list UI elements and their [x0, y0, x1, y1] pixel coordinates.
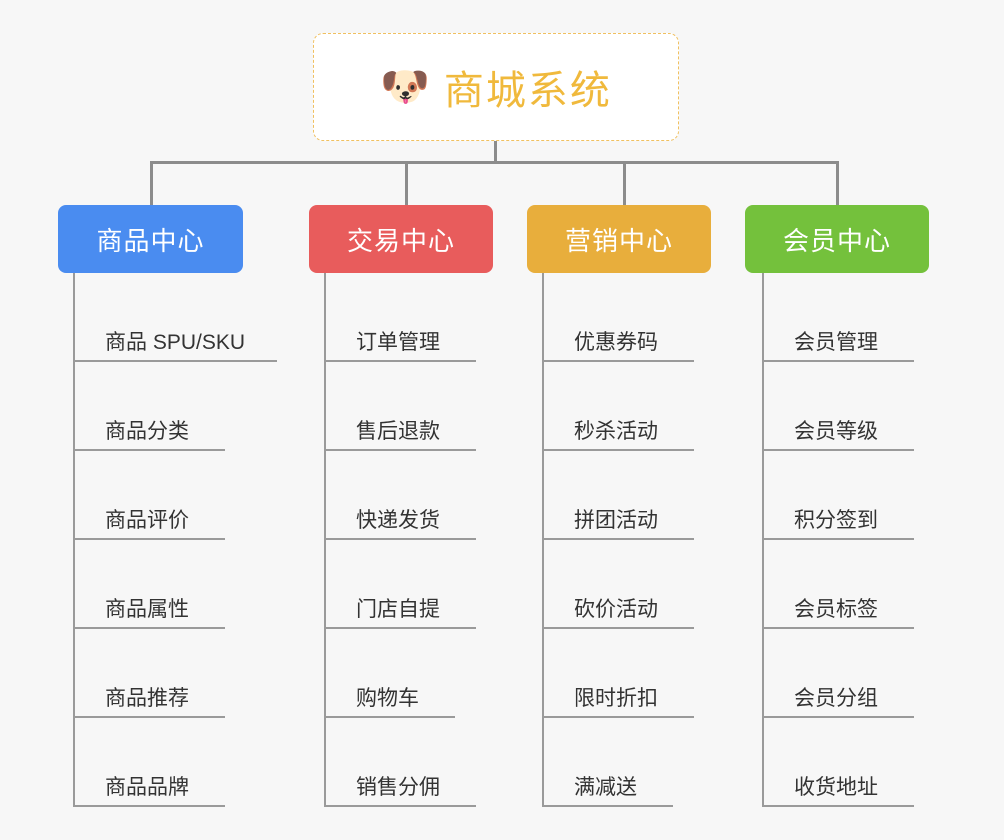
leaf-label: 会员标签 — [794, 598, 878, 621]
leaf-item[interactable]: 积分签到 — [762, 451, 992, 540]
leaf-item[interactable]: 售后退款 — [324, 362, 554, 451]
category-box-会员中心[interactable]: 会员中心 — [745, 205, 929, 273]
leaf-item[interactable]: 会员标签 — [762, 540, 992, 629]
leaf-underline — [73, 538, 225, 540]
leaf-label: 快递发货 — [356, 509, 440, 532]
leaf-item[interactable]: 购物车 — [324, 629, 554, 718]
leaf-item[interactable]: 砍价活动 — [542, 540, 772, 629]
leaf-label: 购物车 — [356, 687, 419, 710]
category-box-交易中心[interactable]: 交易中心 — [309, 205, 493, 273]
leaf-underline — [324, 360, 476, 362]
leaf-underline — [762, 805, 914, 807]
leaf-underline — [324, 449, 476, 451]
leaf-underline — [324, 805, 476, 807]
connector-drop-4 — [836, 161, 839, 205]
leaf-underline — [542, 716, 694, 718]
leaf-underline — [762, 716, 914, 718]
leaf-underline — [73, 805, 225, 807]
category-label: 营销中心 — [564, 225, 673, 256]
leaf-label: 秒杀活动 — [574, 420, 658, 443]
leaf-item[interactable]: 会员分组 — [762, 629, 992, 718]
leaf-label: 商品属性 — [105, 598, 189, 621]
branch-spine — [73, 273, 75, 807]
leaf-item[interactable]: 会员管理 — [762, 273, 992, 362]
category-label: 商品中心 — [96, 225, 205, 256]
root-node-label: 商城系统 — [443, 69, 612, 113]
leaf-item[interactable]: 门店自提 — [324, 540, 554, 629]
leaf-label: 优惠券码 — [574, 331, 658, 354]
leaf-label: 限时折扣 — [574, 687, 658, 710]
branch-会员中心: 会员管理 会员等级 积分签到 会员标签 会员分组 收货地址 — [762, 273, 992, 807]
leaf-label: 会员管理 — [794, 331, 878, 354]
leaf-label: 会员等级 — [794, 420, 878, 443]
connector-drop-2 — [405, 161, 408, 205]
leaf-label: 会员分组 — [794, 687, 878, 710]
leaf-underline — [762, 538, 914, 540]
leaf-item[interactable]: 快递发货 — [324, 451, 554, 540]
leaf-item[interactable]: 会员等级 — [762, 362, 992, 451]
connector-root-stem — [494, 141, 497, 163]
branch-spine — [324, 273, 326, 807]
leaf-underline — [324, 627, 476, 629]
leaf-label: 满减送 — [574, 776, 637, 799]
leaf-underline — [73, 716, 225, 718]
leaf-label: 商品品牌 — [105, 776, 189, 799]
leaf-item[interactable]: 商品属性 — [73, 540, 303, 629]
leaf-underline — [324, 716, 455, 718]
leaf-label: 拼团活动 — [574, 509, 658, 532]
branch-spine — [542, 273, 544, 807]
leaf-underline — [542, 805, 673, 807]
category-label: 会员中心 — [782, 225, 891, 256]
leaf-label: 积分签到 — [794, 509, 878, 532]
leaf-item[interactable]: 限时折扣 — [542, 629, 772, 718]
leaf-underline — [73, 627, 225, 629]
leaf-underline — [324, 538, 476, 540]
leaf-underline — [542, 627, 694, 629]
leaf-label: 售后退款 — [356, 420, 440, 443]
leaf-item[interactable]: 商品推荐 — [73, 629, 303, 718]
root-node[interactable]: 🐶 商城系统 — [313, 33, 679, 141]
leaf-item[interactable]: 优惠券码 — [542, 273, 772, 362]
leaf-item[interactable]: 收货地址 — [762, 718, 992, 807]
leaf-item[interactable]: 商品分类 — [73, 362, 303, 451]
leaf-item[interactable]: 订单管理 — [324, 273, 554, 362]
category-label: 交易中心 — [346, 225, 455, 256]
leaf-underline — [762, 449, 914, 451]
connector-drop-3 — [623, 161, 626, 205]
leaf-label: 砍价活动 — [574, 598, 658, 621]
branch-spine — [762, 273, 764, 807]
leaf-item[interactable]: 商品品牌 — [73, 718, 303, 807]
category-box-商品中心[interactable]: 商品中心 — [58, 205, 243, 273]
leaf-underline — [73, 449, 225, 451]
branch-营销中心: 优惠券码 秒杀活动 拼团活动 砍价活动 限时折扣 满减送 — [542, 273, 772, 807]
leaf-label: 收货地址 — [794, 776, 878, 799]
leaf-label: 销售分佣 — [356, 776, 440, 799]
category-box-营销中心[interactable]: 营销中心 — [527, 205, 711, 273]
connector-drop-1 — [150, 161, 153, 205]
leaf-item[interactable]: 秒杀活动 — [542, 362, 772, 451]
leaf-underline — [762, 627, 914, 629]
leaf-underline — [542, 538, 694, 540]
leaf-label: 商品评价 — [105, 509, 189, 532]
leaf-label: 订单管理 — [356, 331, 440, 354]
leaf-underline — [542, 360, 694, 362]
leaf-underline — [73, 360, 277, 362]
leaf-label: 商品推荐 — [105, 687, 189, 710]
leaf-label: 门店自提 — [356, 598, 440, 621]
leaf-item[interactable]: 销售分佣 — [324, 718, 554, 807]
branch-商品中心: 商品 SPU/SKU 商品分类 商品评价 商品属性 商品推荐 商品品牌 — [73, 273, 303, 807]
branch-交易中心: 订单管理 售后退款 快递发货 门店自提 购物车 销售分佣 — [324, 273, 554, 807]
leaf-underline — [762, 360, 914, 362]
leaf-item[interactable]: 商品评价 — [73, 451, 303, 540]
leaf-item[interactable]: 满减送 — [542, 718, 772, 807]
leaf-underline — [542, 449, 694, 451]
leaf-label: 商品 SPU/SKU — [105, 331, 246, 354]
dog-face-icon: 🐶 — [380, 65, 430, 109]
leaf-item[interactable]: 拼团活动 — [542, 451, 772, 540]
leaf-label: 商品分类 — [105, 420, 189, 443]
connector-bus — [150, 161, 839, 164]
leaf-item[interactable]: 商品 SPU/SKU — [73, 273, 303, 362]
